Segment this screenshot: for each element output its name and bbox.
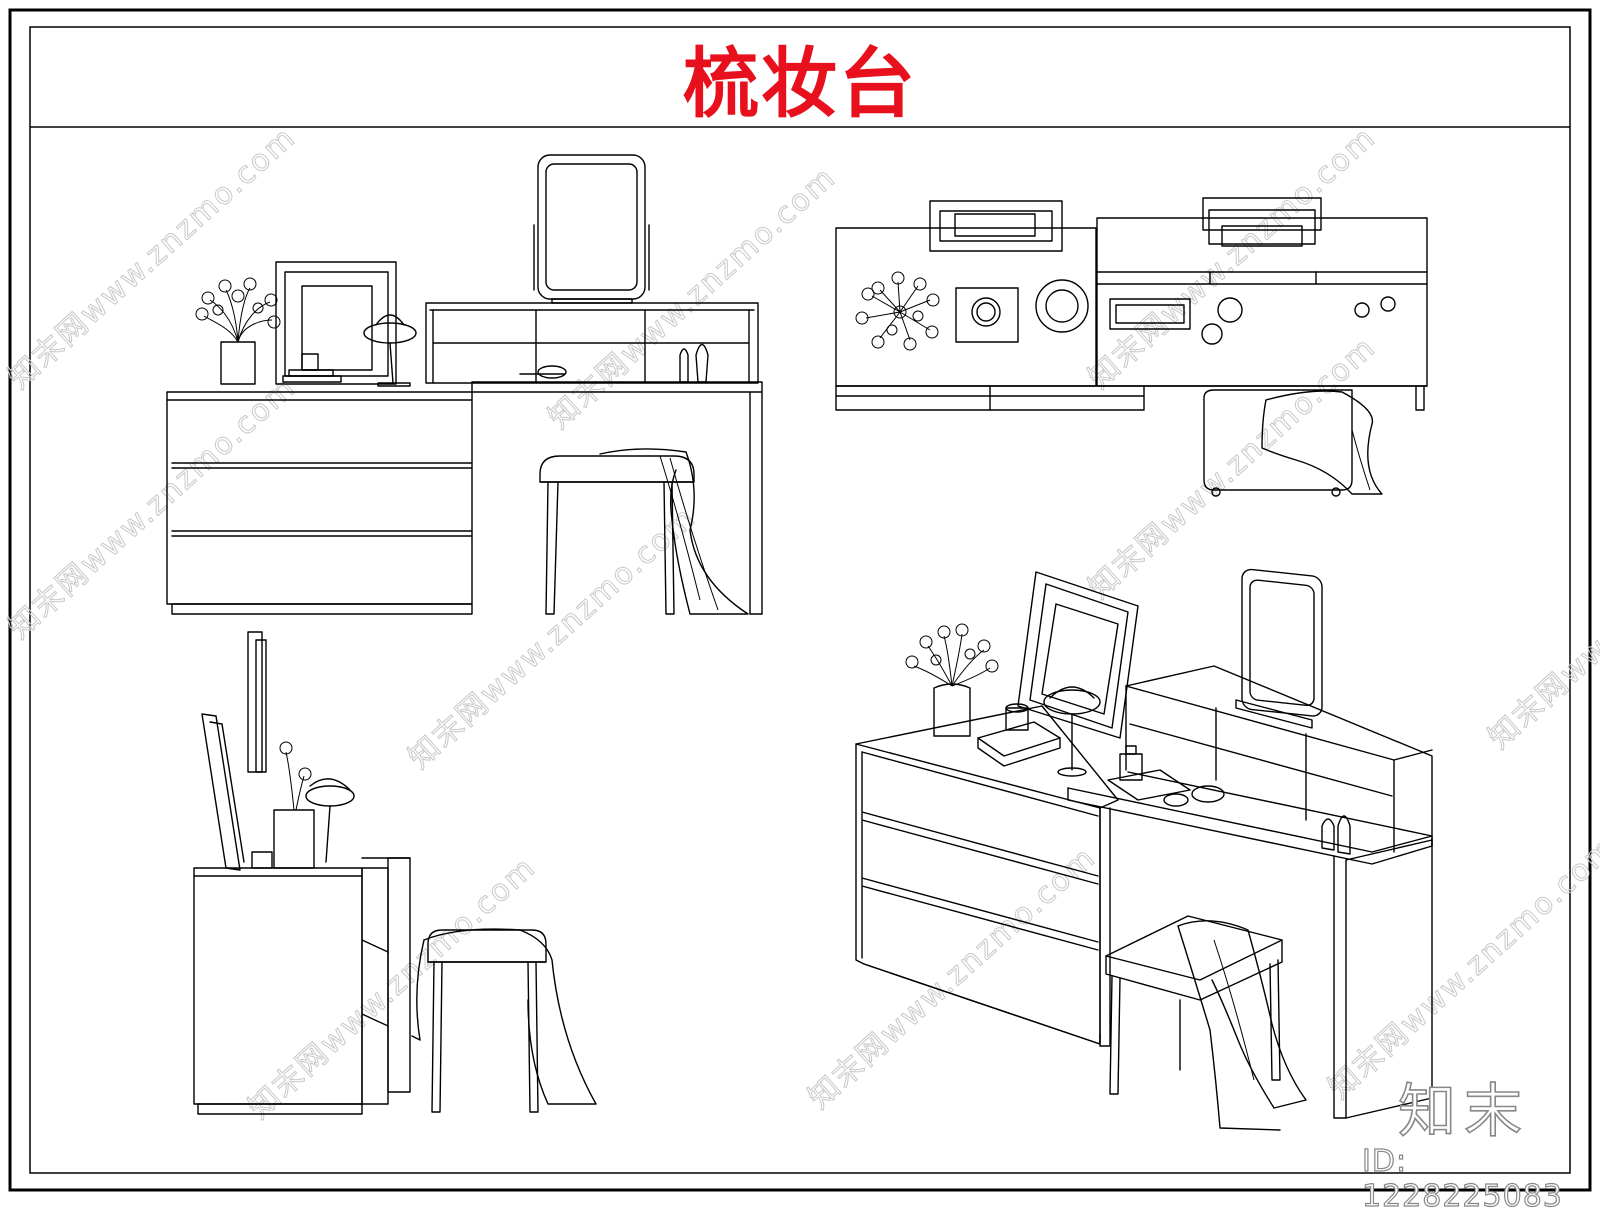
watermark-text: 知末网www.znzmo.com xyxy=(802,840,1103,1116)
watermark-text: 知末网www.znzmo.com xyxy=(1482,480,1600,756)
plan-view xyxy=(835,197,1428,497)
sheet-frame xyxy=(8,8,1592,1192)
page-title: 梳妆台 xyxy=(683,39,917,128)
watermark-text: 知末网www.znzmo.com xyxy=(242,850,543,1126)
brand-logo: 知末 xyxy=(1397,1076,1531,1146)
watermark-text: 知末网www.znzmo.com xyxy=(542,160,843,436)
perspective-view xyxy=(855,568,1433,1131)
id-label: ID: 1228225083 xyxy=(1361,1143,1563,1214)
watermark-text: 知末网www.znzmo.com xyxy=(2,120,303,396)
side-elevation xyxy=(193,631,597,1115)
watermark-layer: 知末网www.znzmo.com 知末网www.znzmo.com 知末网www… xyxy=(1,119,1600,1126)
front-elevation xyxy=(166,154,763,615)
watermark-text: 知末网www.znzmo.com xyxy=(402,500,703,776)
